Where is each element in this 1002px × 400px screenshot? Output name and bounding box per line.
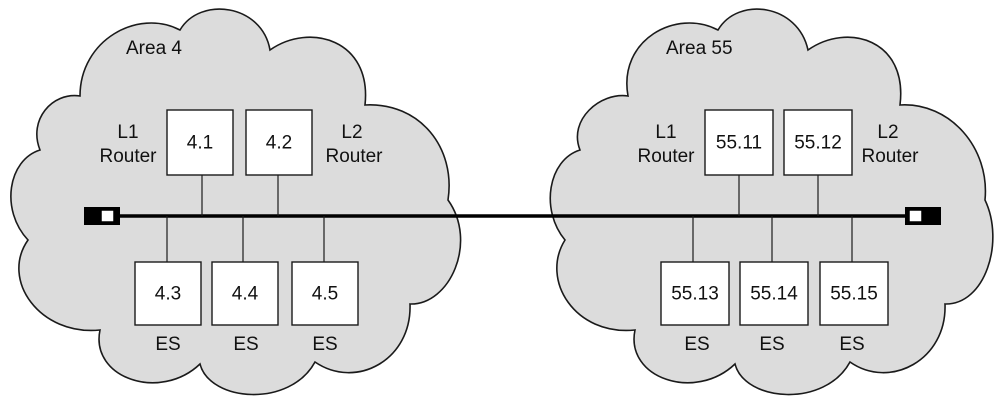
es-4-5-address: 4.5 bbox=[312, 284, 338, 305]
es-55-14: 55.14 bbox=[739, 261, 809, 326]
right-l2-label-line2: Router bbox=[861, 146, 919, 167]
es-4-3-address: 4.3 bbox=[155, 284, 181, 305]
es-55-14-label: ES bbox=[759, 334, 784, 355]
es-4-4: 4.4 bbox=[211, 261, 279, 326]
es-55-15-address: 55.15 bbox=[830, 284, 878, 305]
router-4-1-address: 4.1 bbox=[187, 133, 213, 154]
router-55-12: 55.12 bbox=[783, 109, 853, 176]
es-4-3-label: ES bbox=[155, 334, 180, 355]
right-bus-terminator bbox=[905, 207, 941, 225]
es-4-5: 4.5 bbox=[291, 261, 359, 326]
router-55-11: 55.11 bbox=[704, 109, 774, 176]
es-4-4-label: ES bbox=[233, 334, 258, 355]
es-55-14-address: 55.14 bbox=[750, 284, 798, 305]
router-55-12-address: 55.12 bbox=[794, 133, 842, 154]
left-l1-label-line2: Router bbox=[99, 146, 157, 167]
es-55-15: 55.15 bbox=[819, 261, 889, 326]
es-4-3: 4.3 bbox=[134, 261, 202, 326]
area-4-title: Area 4 bbox=[126, 38, 182, 59]
left-l2-label-line1: L2 bbox=[341, 122, 362, 143]
es-55-13: 55.13 bbox=[660, 261, 730, 326]
right-l1-label-line1: L1 bbox=[655, 122, 676, 143]
es-4-5-label: ES bbox=[312, 334, 337, 355]
right-l1-label-line2: Router bbox=[637, 146, 695, 167]
es-55-13-address: 55.13 bbox=[671, 284, 719, 305]
es-4-4-address: 4.4 bbox=[232, 284, 259, 305]
es-55-15-label: ES bbox=[839, 334, 864, 355]
router-55-11-address: 55.11 bbox=[716, 133, 762, 154]
router-4-2: 4.2 bbox=[245, 109, 313, 176]
area-55-title: Area 55 bbox=[666, 38, 733, 59]
router-4-2-address: 4.2 bbox=[266, 133, 292, 154]
left-l2-label-line2: Router bbox=[325, 146, 383, 167]
right-l2-label-line1: L2 bbox=[877, 122, 898, 143]
left-bus-terminator bbox=[84, 207, 120, 225]
router-4-1: 4.1 bbox=[166, 109, 234, 176]
left-l1-label-line1: L1 bbox=[117, 122, 138, 143]
es-55-13-label: ES bbox=[684, 334, 709, 355]
